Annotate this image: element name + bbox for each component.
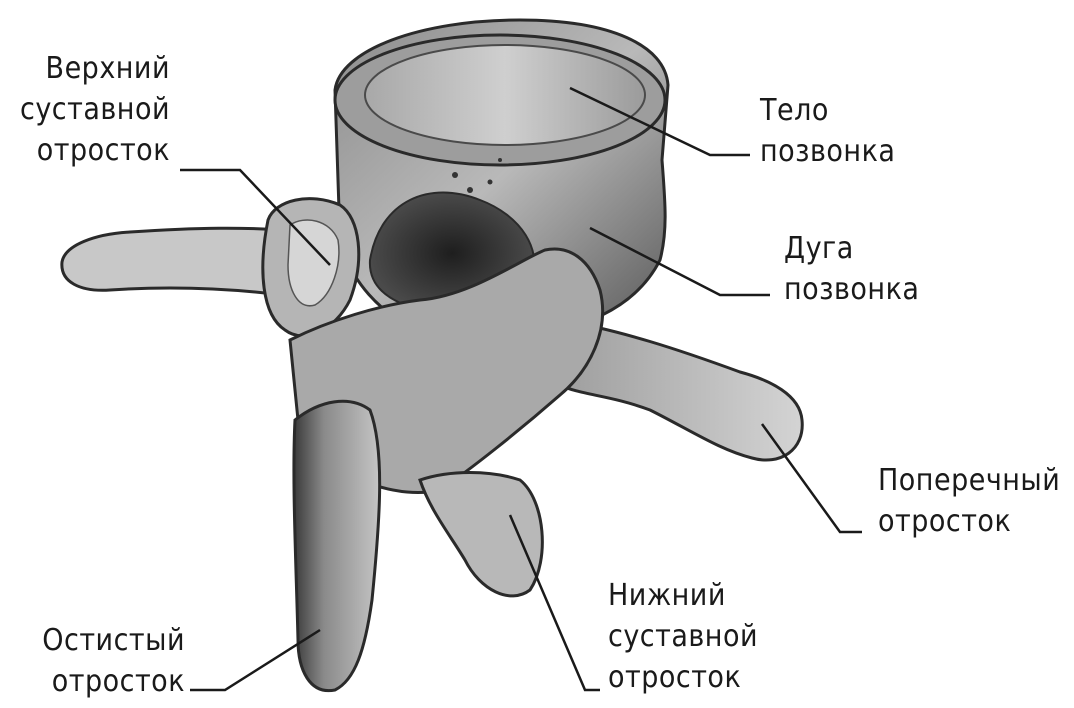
- label-line: отросток: [878, 501, 1060, 542]
- label-transverse-process: Поперечный отросток: [878, 460, 1060, 542]
- label-vertebral-arch: Дуга позвонка: [784, 228, 919, 310]
- label-line: позвонка: [760, 131, 895, 172]
- label-line: Дуга: [784, 228, 919, 269]
- label-line: позвонка: [784, 269, 919, 310]
- label-inferior-articular-process: Нижний суставной отросток: [608, 575, 758, 698]
- label-vertebral-body: Тело позвонка: [760, 90, 895, 172]
- label-line: Поперечный: [878, 460, 1060, 501]
- spinous-process-shape: [294, 401, 380, 690]
- label-line: Верхний: [0, 48, 170, 89]
- label-superior-articular-process: Верхний суставной отросток: [0, 48, 170, 171]
- inferior-articular-process-shape: [420, 473, 542, 596]
- label-line: отросток: [0, 130, 170, 171]
- label-line: отросток: [0, 661, 185, 702]
- label-line: суставной: [0, 89, 170, 130]
- label-line: Нижний: [608, 575, 758, 616]
- label-line: суставной: [608, 616, 758, 657]
- label-line: Тело: [760, 90, 895, 131]
- label-line: Остистый: [0, 620, 185, 661]
- label-line: отросток: [608, 657, 758, 698]
- label-spinous-process: Остистый отросток: [0, 620, 185, 702]
